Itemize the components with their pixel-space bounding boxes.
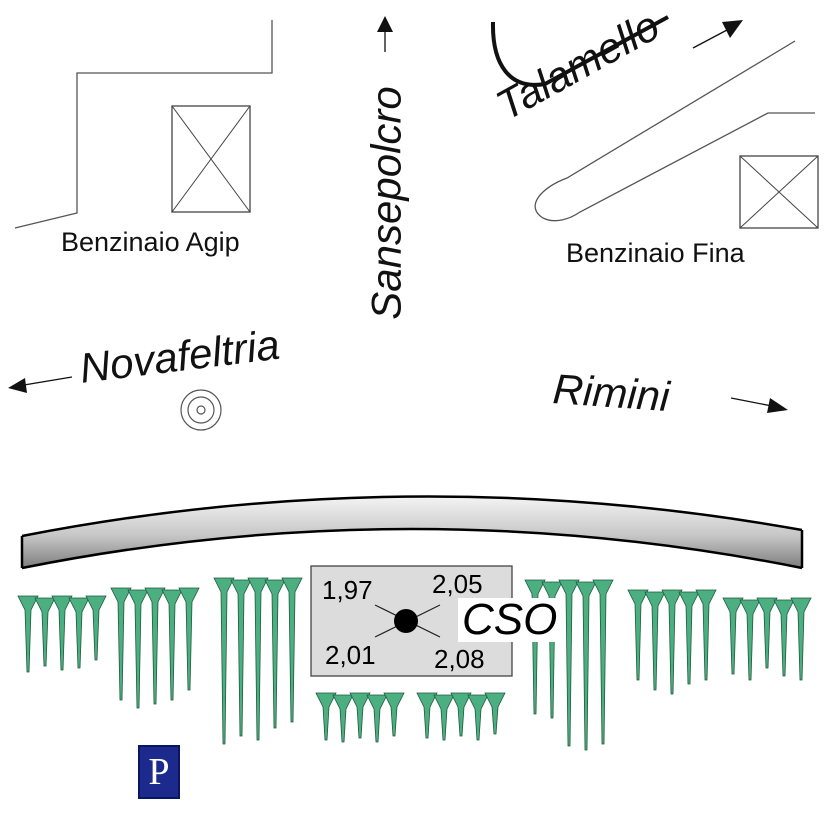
label-sansepolcro: Sansepolcro	[362, 86, 410, 320]
value-bottom-left: 2,01	[325, 640, 376, 670]
tree-icon	[315, 692, 337, 741]
label-benzinaio-agip: Benzinaio Agip	[61, 227, 240, 257]
value-top-left: 1,97	[322, 575, 373, 605]
tree-icon	[264, 579, 286, 729]
tree-icon	[247, 577, 269, 741]
tree-icon	[790, 597, 812, 681]
building-icon	[171, 105, 251, 213]
tree-icon	[383, 692, 405, 737]
tree-icon	[558, 579, 580, 747]
tree-icon	[722, 597, 744, 675]
stand-roof	[22, 496, 802, 568]
label-rimini: Rimini	[551, 365, 672, 421]
cso-label: CSO	[458, 598, 562, 642]
tree-icon	[161, 589, 183, 701]
value-bottom-right: 2,08	[434, 644, 485, 674]
cso-station-marker	[394, 609, 418, 633]
tree-icon	[661, 589, 683, 695]
talamello-road-lower	[534, 40, 815, 222]
tree-icon	[678, 591, 700, 685]
tree-icon	[85, 595, 107, 661]
tree-icon	[739, 599, 761, 681]
tree-icon	[433, 694, 455, 741]
tree-icon	[575, 581, 597, 751]
tree-icon	[416, 692, 438, 739]
parking-icon: P	[138, 745, 180, 799]
tree-row	[17, 577, 812, 751]
tree-icon	[467, 694, 489, 741]
tree-icon	[349, 692, 371, 739]
building-icon	[739, 155, 819, 229]
label-benzinaio-fina: Benzinaio Fina	[566, 238, 745, 268]
value-top-right: 2,05	[432, 569, 483, 599]
tree-icon	[332, 694, 354, 743]
parking-label: P	[148, 751, 170, 793]
tree-icon	[366, 694, 388, 743]
arrow-up-icon	[377, 16, 393, 52]
tree-icon	[144, 587, 166, 705]
talamello-road-edge	[490, 15, 669, 87]
tree-icon	[592, 579, 614, 745]
tree-icon	[178, 587, 200, 691]
tree-icon	[644, 591, 666, 691]
tree-icon	[450, 692, 472, 737]
tree-icon	[756, 597, 778, 669]
tree-icon	[484, 692, 506, 735]
tree-icon	[773, 599, 795, 677]
tree-icon	[627, 589, 649, 681]
tree-icon	[68, 597, 90, 669]
tree-icon	[127, 589, 149, 709]
tree-icon	[51, 595, 73, 671]
tree-icon	[213, 577, 235, 745]
tree-icon	[34, 597, 56, 667]
stand-roof-edge	[20, 495, 804, 570]
tree-icon	[230, 579, 252, 737]
tree-icon	[524, 579, 546, 715]
tree-icon	[17, 595, 39, 673]
arrow-northeast-icon	[692, 20, 743, 49]
arrow-left-icon	[8, 376, 73, 393]
tree-icon	[110, 587, 132, 701]
tree-icon	[695, 589, 717, 681]
arrow-right-icon	[730, 397, 788, 413]
tree-icon	[281, 577, 303, 723]
fountain-icon	[180, 389, 222, 431]
agip-lot-outline	[14, 20, 273, 229]
